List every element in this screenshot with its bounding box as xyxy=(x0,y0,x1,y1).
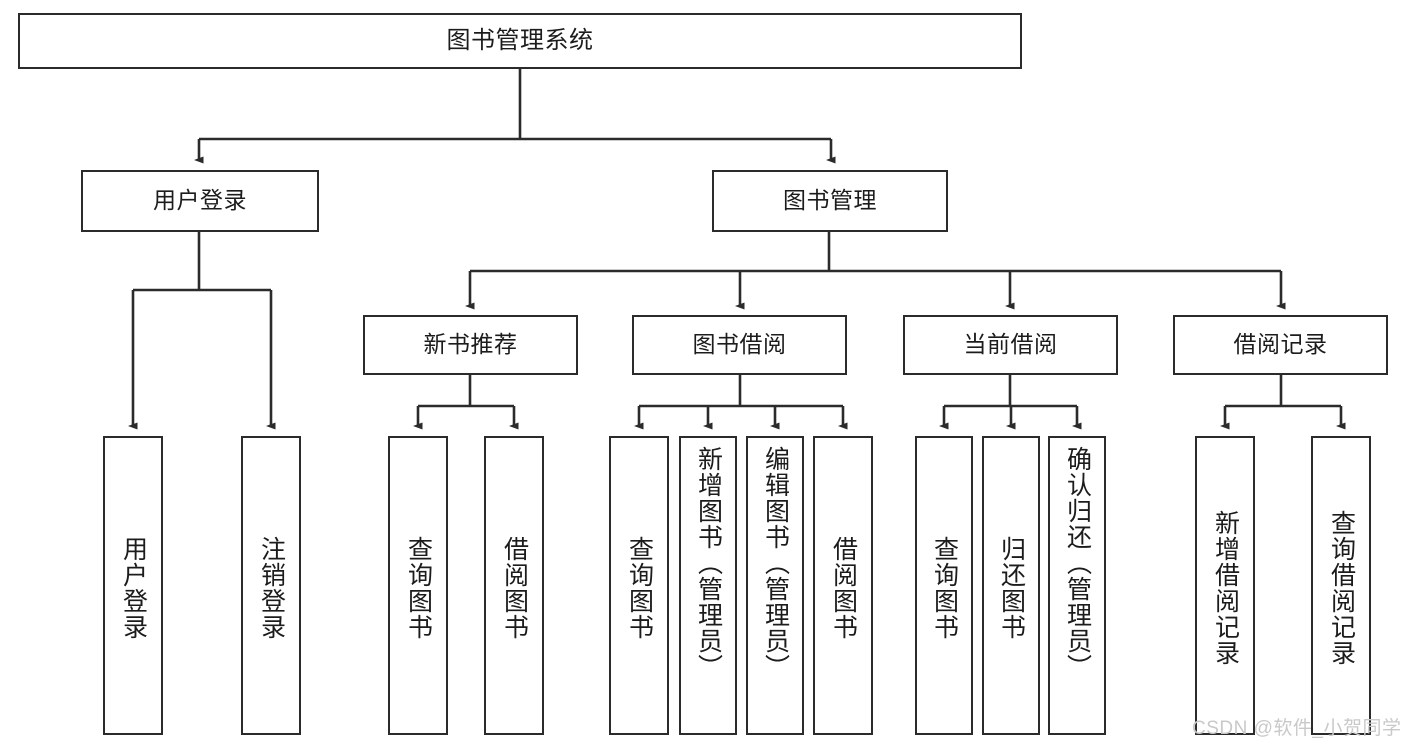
node-label: 新书推荐 xyxy=(423,331,518,358)
node-label: 借阅图书 xyxy=(829,535,858,640)
node-leaf-confirm-return[interactable]: 确认归还（管理员） xyxy=(1048,436,1106,735)
node-leaf-user-login[interactable]: 用户登录 xyxy=(103,436,163,735)
node-label: 归还图书 xyxy=(997,535,1026,640)
node-leaf-return-book[interactable]: 归还图书 xyxy=(982,436,1040,735)
node-borrow-record[interactable]: 借阅记录 xyxy=(1173,315,1388,375)
node-label: 新增图书（管理员） xyxy=(694,446,723,680)
node-leaf-logout[interactable]: 注销登录 xyxy=(241,436,301,735)
node-label: 当前借阅 xyxy=(963,331,1058,358)
node-label: 图书管理 xyxy=(783,187,877,214)
node-label: 查询图书 xyxy=(404,535,433,640)
node-leaf-borrow-book-2[interactable]: 借阅图书 xyxy=(813,436,873,735)
node-label: 用户登录 xyxy=(119,535,148,640)
node-leaf-add-record[interactable]: 新增借阅记录 xyxy=(1195,436,1255,735)
node-label: 查询图书 xyxy=(625,535,654,640)
node-label: 查询图书 xyxy=(930,535,959,640)
node-label: 新增借阅记录 xyxy=(1211,509,1240,666)
node-label: 查询借阅记录 xyxy=(1327,509,1356,666)
node-root-system[interactable]: 图书管理系统 xyxy=(18,13,1022,69)
node-label: 用户登录 xyxy=(153,187,247,214)
node-leaf-query-book-3[interactable]: 查询图书 xyxy=(915,436,973,735)
node-leaf-borrow-book-1[interactable]: 借阅图书 xyxy=(484,436,544,735)
node-leaf-query-book-1[interactable]: 查询图书 xyxy=(388,436,448,735)
node-label: 注销登录 xyxy=(257,535,286,640)
node-current-borrow[interactable]: 当前借阅 xyxy=(903,315,1118,375)
node-user-login[interactable]: 用户登录 xyxy=(81,170,319,232)
node-label: 编辑图书（管理员） xyxy=(761,446,790,680)
node-leaf-query-record[interactable]: 查询借阅记录 xyxy=(1311,436,1371,735)
node-label: 确认归还（管理员） xyxy=(1063,446,1092,680)
node-leaf-add-book[interactable]: 新增图书（管理员） xyxy=(679,436,737,735)
node-label: 图书借阅 xyxy=(692,331,787,358)
node-label: 借阅图书 xyxy=(500,535,529,640)
node-label: 图书管理系统 xyxy=(446,26,594,54)
node-leaf-query-book-2[interactable]: 查询图书 xyxy=(609,436,669,735)
node-book-borrow[interactable]: 图书借阅 xyxy=(632,315,847,375)
node-label: 借阅记录 xyxy=(1233,331,1328,358)
node-leaf-edit-book[interactable]: 编辑图书（管理员） xyxy=(746,436,804,735)
node-book-management[interactable]: 图书管理 xyxy=(712,170,948,232)
node-new-book-recommend[interactable]: 新书推荐 xyxy=(363,315,578,375)
